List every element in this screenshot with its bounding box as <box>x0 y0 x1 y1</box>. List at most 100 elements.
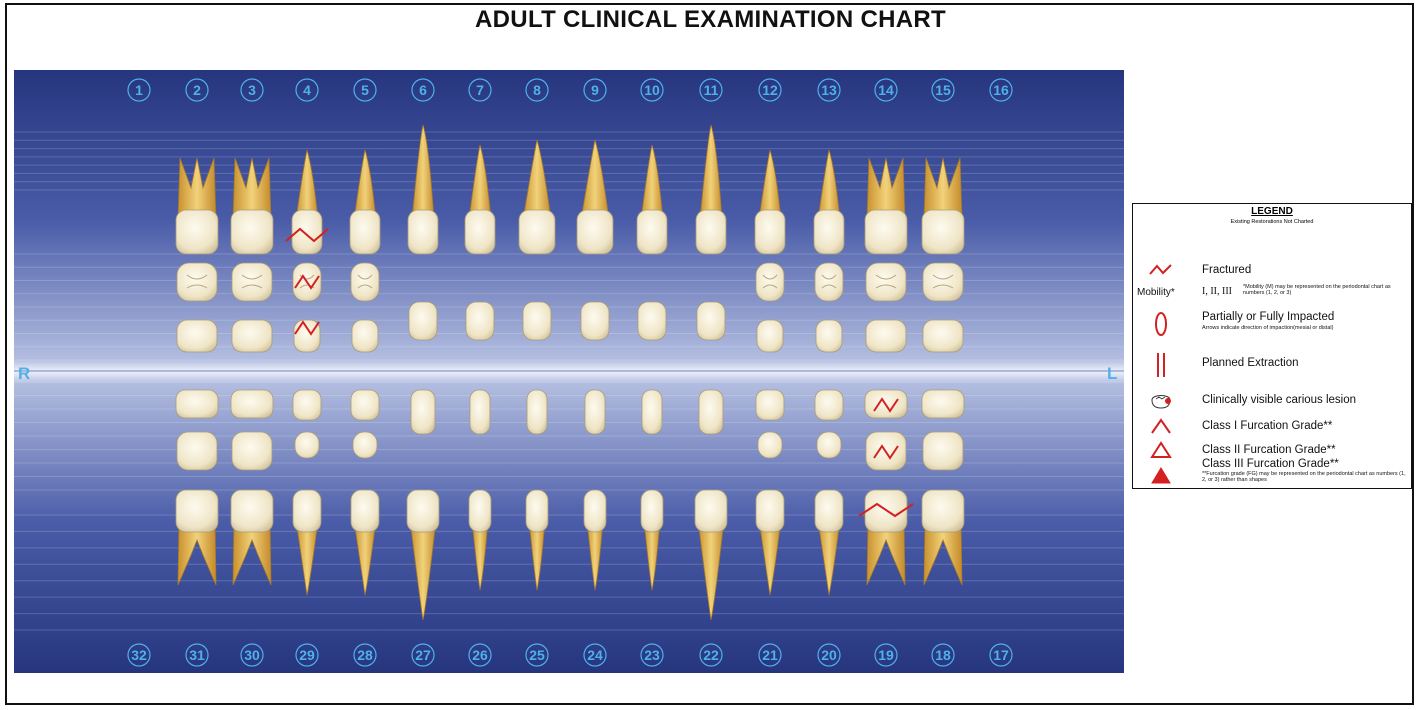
tooth-number-lower: 22 <box>700 644 722 666</box>
lingual-surface <box>585 390 605 434</box>
legend-box: LEGEND Existing Restorations Not Charted… <box>1132 203 1412 489</box>
upper-tooth-7[interactable] <box>465 145 495 340</box>
lower-tooth-18[interactable] <box>922 390 964 585</box>
root <box>412 125 434 220</box>
occlusal-surface <box>177 263 217 301</box>
tooth-number-upper: 14 <box>875 79 897 101</box>
root <box>410 520 436 620</box>
lingual-surface <box>232 320 272 352</box>
upper-tooth-3[interactable] <box>231 158 273 352</box>
root <box>641 145 663 220</box>
tooth-number-label: 23 <box>644 647 660 663</box>
crown <box>696 210 726 254</box>
crown <box>176 210 218 254</box>
tooth-number-upper: 7 <box>469 79 491 101</box>
tooth-number-upper: 9 <box>584 79 606 101</box>
lower-tooth-31[interactable] <box>176 390 218 585</box>
root <box>523 140 551 220</box>
tooth-number-label: 10 <box>644 82 660 98</box>
crown <box>637 210 667 254</box>
tooth-number-upper: 13 <box>818 79 840 101</box>
crown <box>231 210 273 254</box>
tooth-number-label: 24 <box>587 647 603 663</box>
fracture-icon <box>1148 262 1174 278</box>
upper-tooth-5[interactable] <box>350 150 380 352</box>
tooth-number-label: 8 <box>533 82 541 98</box>
lower-tooth-30[interactable] <box>231 390 273 585</box>
crown <box>469 490 491 532</box>
tooth-number-label: 27 <box>415 647 431 663</box>
occlusal-surface <box>817 432 841 458</box>
occlusal-surface <box>351 263 379 301</box>
root <box>354 150 376 220</box>
lingual-surface <box>231 390 273 418</box>
root <box>581 140 609 220</box>
tooth-number-lower: 30 <box>241 644 263 666</box>
upper-tooth-4[interactable] <box>286 150 328 352</box>
legend-label-carious: Clinically visible carious lesion <box>1202 394 1356 406</box>
crown <box>756 490 784 532</box>
tooth-number-upper: 15 <box>932 79 954 101</box>
tooth-number-lower: 27 <box>412 644 434 666</box>
tooth-number-lower: 24 <box>584 644 606 666</box>
crown <box>465 210 495 254</box>
page-title: ADULT CLINICAL EXAMINATION CHART <box>0 6 1421 34</box>
crown <box>351 490 379 532</box>
tooth-number-lower: 29 <box>296 644 318 666</box>
tooth-number-lower: 17 <box>990 644 1012 666</box>
tooth-number-label: 15 <box>935 82 951 98</box>
lower-tooth-19[interactable] <box>859 390 913 585</box>
tooth-number-upper: 11 <box>700 79 722 101</box>
legend-label-class1: Class I Furcation Grade** <box>1202 420 1332 432</box>
tooth-number-lower: 31 <box>186 644 208 666</box>
upper-tooth-10[interactable] <box>637 145 667 340</box>
crown <box>231 490 273 532</box>
tooth-number-label: 19 <box>878 647 894 663</box>
tooth-number-upper: 4 <box>296 79 318 101</box>
crown <box>922 210 964 254</box>
upper-tooth-9[interactable] <box>577 140 613 340</box>
upper-tooth-14[interactable] <box>865 158 907 352</box>
lingual-surface <box>411 390 435 434</box>
lingual-surface <box>697 302 725 340</box>
tooth-number-label: 4 <box>303 82 311 98</box>
lingual-surface <box>757 320 783 352</box>
tooth-number-label: 5 <box>361 82 369 98</box>
upper-tooth-12[interactable] <box>755 150 785 352</box>
upper-tooth-8[interactable] <box>519 140 555 340</box>
root <box>700 125 722 220</box>
occlusal-surface <box>923 432 963 470</box>
crown <box>814 210 844 254</box>
legend-subtitle: Existing Restorations Not Charted <box>1133 219 1411 225</box>
root <box>698 520 724 620</box>
tooth-number-label: 29 <box>299 647 315 663</box>
lower-tooth-22[interactable] <box>695 390 727 620</box>
legend-label-fractured: Fractured <box>1202 264 1251 276</box>
upper-tooth-15[interactable] <box>922 158 964 352</box>
upper-tooth-2[interactable] <box>176 158 218 352</box>
legend-note-impacted: Arrows indicate direction of impaction(m… <box>1202 325 1333 331</box>
tooth-number-lower: 32 <box>128 644 150 666</box>
crown <box>641 490 663 532</box>
upper-tooth-13[interactable] <box>814 150 844 352</box>
lingual-surface <box>176 390 218 418</box>
lingual-surface <box>177 320 217 352</box>
crown <box>815 490 843 532</box>
occlusal-surface <box>923 263 963 301</box>
lingual-surface <box>351 390 379 420</box>
tooth-number-label: 32 <box>131 647 147 663</box>
tooth-number-lower: 19 <box>875 644 897 666</box>
tooth-number-label: 31 <box>189 647 205 663</box>
impacted-oval-icon <box>1153 310 1169 338</box>
lower-tooth-27[interactable] <box>407 390 439 620</box>
crown <box>526 490 548 532</box>
furcation-class3-icon <box>1149 465 1173 485</box>
tooth-number-label: 28 <box>357 647 373 663</box>
tooth-numbers: 1322313304295286277268259241023112212211… <box>128 79 1012 666</box>
legend-label-extraction: Planned Extraction <box>1202 357 1299 369</box>
tooth-number-lower: 21 <box>759 644 781 666</box>
lingual-surface <box>815 390 843 420</box>
tooth-chart-svg: 1322313304295286277268259241023112212211… <box>14 70 1124 673</box>
tooth-number-label: 30 <box>244 647 260 663</box>
legend-label-mobility: I, II, III <box>1202 286 1232 297</box>
